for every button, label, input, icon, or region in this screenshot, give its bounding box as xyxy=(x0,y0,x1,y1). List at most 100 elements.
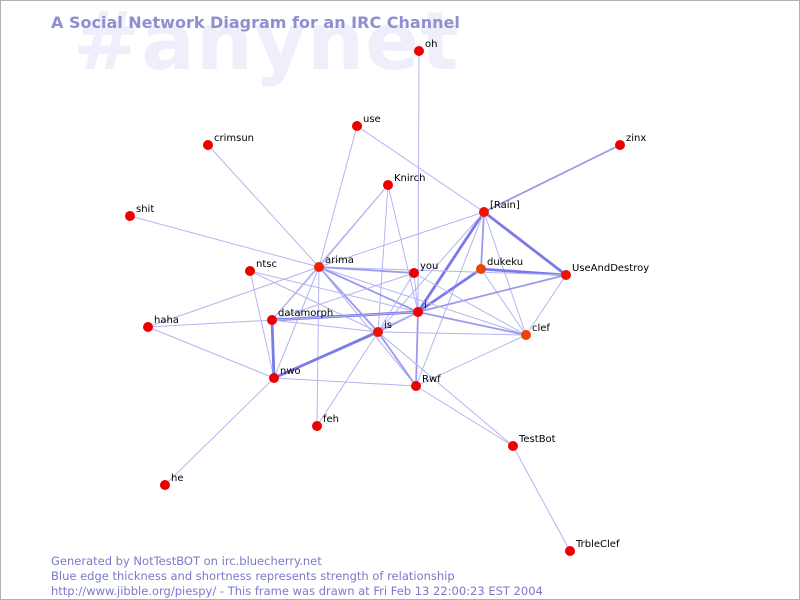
node-Knirch[interactable]: Knirch xyxy=(383,173,425,190)
node-dot[interactable] xyxy=(160,480,170,490)
node-dot[interactable] xyxy=(203,140,213,150)
node-dot[interactable] xyxy=(245,266,255,276)
node-dot[interactable] xyxy=(125,211,135,221)
node-label: crimsun xyxy=(214,133,254,144)
node-dot[interactable] xyxy=(373,327,383,337)
node-UseAndDestroy[interactable]: UseAndDestroy xyxy=(561,263,649,280)
node-dot[interactable] xyxy=(479,207,489,217)
edge-UseAndDestroy-i xyxy=(417,274,567,313)
node-dot[interactable] xyxy=(314,262,324,272)
node-dot[interactable] xyxy=(413,307,423,317)
node-dot[interactable] xyxy=(561,270,571,280)
node-dukeku[interactable]: dukeku xyxy=(476,257,523,274)
node-label: Knirch xyxy=(394,173,425,184)
node-label: TrbleClef xyxy=(575,539,620,550)
node-zinx[interactable]: zinx xyxy=(615,133,646,150)
node-Rain[interactable]: [Rain] xyxy=(479,200,520,217)
edge-zinx-Rain xyxy=(483,144,621,213)
node-label: shit xyxy=(136,204,154,215)
edge-Rain-arima xyxy=(318,211,485,268)
node-dot[interactable] xyxy=(269,373,279,383)
edge-you-i xyxy=(413,272,419,313)
node-TestBot[interactable]: TestBot xyxy=(508,434,556,451)
edge-layer xyxy=(129,50,621,552)
node-clef[interactable]: clef xyxy=(521,323,550,340)
edge-Rain-dukeku xyxy=(480,211,485,270)
node-label: arima xyxy=(325,255,354,266)
edge-is-nwo xyxy=(273,330,379,380)
node-i[interactable]: i xyxy=(413,300,427,317)
edge-Rain-i xyxy=(416,211,486,313)
node-is[interactable]: is xyxy=(373,320,392,337)
node-nwo[interactable]: nwo xyxy=(269,366,301,383)
node-shit[interactable]: shit xyxy=(125,204,154,221)
node-arima[interactable]: arima xyxy=(314,255,354,272)
edge-is-clef xyxy=(377,331,527,336)
node-dot[interactable] xyxy=(352,121,362,131)
node-dot[interactable] xyxy=(267,315,277,325)
edge-Rwf-TestBot xyxy=(415,385,514,447)
node-TrbleClef[interactable]: TrbleClef xyxy=(565,539,620,556)
node-label: is xyxy=(384,320,392,331)
node-dot[interactable] xyxy=(409,268,419,278)
node-dot[interactable] xyxy=(383,180,393,190)
edge-arima-haha xyxy=(147,266,320,328)
node-dot[interactable] xyxy=(476,264,486,274)
footer-generated-line: Generated by NotTestBOT on irc.bluecherr… xyxy=(51,554,322,568)
edge-use-arima xyxy=(318,125,358,268)
edge-dukeku-UseAndDestroy xyxy=(480,267,567,277)
edge-Knirch-i xyxy=(387,184,419,313)
edge-is-feh xyxy=(316,331,379,427)
node-label: haha xyxy=(154,315,179,326)
node-crimsun[interactable]: crimsun xyxy=(203,133,254,150)
edge-i-Rwf xyxy=(415,311,419,387)
node-dot[interactable] xyxy=(521,330,531,340)
footer-legend-line: Blue edge thickness and shortness repres… xyxy=(51,569,455,583)
page-title: A Social Network Diagram for an IRC Chan… xyxy=(51,13,460,32)
node-label: UseAndDestroy xyxy=(572,263,649,274)
edge-clef-Rwf xyxy=(415,334,527,387)
node-datamorph[interactable]: datamorph xyxy=(267,308,333,325)
node-label: you xyxy=(420,261,438,272)
edge-Rain-UseAndDestroy xyxy=(483,210,567,277)
node-feh[interactable]: feh xyxy=(312,414,339,431)
edge-ntsc-i xyxy=(249,270,419,313)
node-label: i xyxy=(424,300,427,311)
node-Rwf[interactable]: Rwf xyxy=(411,374,441,391)
node-dot[interactable] xyxy=(143,322,153,332)
edge-dukeku-i xyxy=(417,267,482,314)
node-label: ntsc xyxy=(256,259,277,270)
edge-Rain-Rwf xyxy=(415,211,485,387)
node-dot[interactable] xyxy=(312,421,322,431)
node-you[interactable]: you xyxy=(409,261,438,278)
edge-is-Rwf xyxy=(377,331,417,387)
edge-ntsc-is xyxy=(249,270,379,333)
channel-watermark: #anynet xyxy=(73,0,460,88)
edge-Rwf-nwo xyxy=(273,377,417,387)
edge-is-TestBot xyxy=(377,331,514,447)
node-label: oh xyxy=(425,39,437,50)
edge-arima-clef xyxy=(318,266,527,336)
node-dot[interactable] xyxy=(565,546,575,556)
edge-i-clef xyxy=(417,311,527,336)
node-ntsc[interactable]: ntsc xyxy=(245,259,277,276)
edge-nwo-he xyxy=(164,377,275,486)
edge-arima-you xyxy=(318,266,415,274)
node-use[interactable]: use xyxy=(352,114,381,131)
edge-arima-datamorph xyxy=(271,266,320,321)
node-he[interactable]: he xyxy=(160,473,184,490)
node-dot[interactable] xyxy=(414,46,424,56)
edge-you-clef xyxy=(413,272,527,336)
node-oh[interactable]: oh xyxy=(414,39,437,56)
node-dot[interactable] xyxy=(615,140,625,150)
node-haha[interactable]: haha xyxy=(143,315,179,332)
edge-haha-i xyxy=(147,311,419,328)
edge-use-Rain xyxy=(356,125,485,213)
node-label: Rwf xyxy=(422,374,441,385)
edge-datamorph-is xyxy=(271,319,379,333)
node-dot[interactable] xyxy=(411,381,421,391)
edge-Knirch-is xyxy=(377,184,389,333)
node-dot[interactable] xyxy=(508,441,518,451)
